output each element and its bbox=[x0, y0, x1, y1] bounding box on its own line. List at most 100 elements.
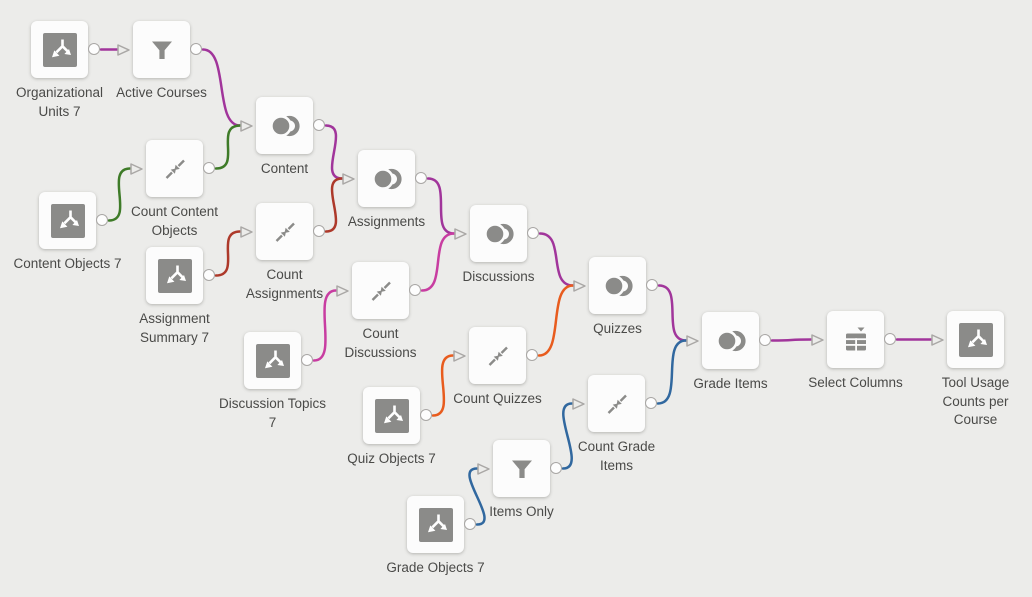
aggregate-icon bbox=[481, 339, 515, 373]
join-icon bbox=[714, 324, 748, 358]
input-port[interactable] bbox=[685, 334, 700, 348]
node-box-discussion-topics-7[interactable] bbox=[244, 332, 301, 389]
edge-active-courses-content[interactable] bbox=[201, 48, 242, 127]
input-port[interactable] bbox=[239, 225, 254, 239]
input-port[interactable] bbox=[571, 397, 586, 411]
edge-content-objects-7-count-content-objects[interactable] bbox=[107, 167, 132, 222]
node-box-grade-objects-7[interactable] bbox=[407, 496, 464, 553]
node-box-count-assignments[interactable] bbox=[256, 203, 313, 260]
node-label: Active Courses bbox=[116, 85, 207, 100]
edge-assignments-discussions[interactable] bbox=[426, 177, 456, 235]
input-port[interactable] bbox=[239, 119, 254, 133]
output-port[interactable] bbox=[203, 162, 215, 174]
edge-items-only-count-grade-items[interactable] bbox=[561, 402, 574, 470]
node-label: Tool Usage Counts per Course bbox=[941, 375, 1010, 428]
edge-grade-objects-7-items-only[interactable] bbox=[468, 467, 486, 526]
node-label: Count Quizzes bbox=[453, 391, 542, 406]
output-port[interactable] bbox=[526, 349, 538, 361]
node-label: Grade Items bbox=[693, 376, 768, 391]
edge-quiz-objects-7-count-quizzes[interactable] bbox=[431, 354, 455, 417]
edge-discussions-quizzes[interactable] bbox=[538, 232, 575, 287]
output-port[interactable] bbox=[420, 409, 432, 421]
node-box-select-columns[interactable] bbox=[827, 311, 884, 368]
edge-count-assignments-assignments[interactable] bbox=[324, 177, 344, 233]
node-label: Assignments bbox=[347, 214, 426, 229]
node-box-content[interactable] bbox=[256, 97, 313, 154]
edge-assignment-summary-7-count-assignments[interactable] bbox=[214, 230, 242, 277]
input-port[interactable] bbox=[452, 349, 467, 363]
output-port[interactable] bbox=[203, 269, 215, 281]
output-port[interactable] bbox=[646, 279, 658, 291]
input-port[interactable] bbox=[335, 284, 350, 298]
input-port[interactable] bbox=[341, 172, 356, 186]
edge-grade-items-select-columns[interactable] bbox=[770, 338, 813, 342]
node-label: Content bbox=[260, 161, 309, 176]
node-box-organizational-units[interactable] bbox=[31, 21, 88, 78]
node-label: Select Columns bbox=[808, 375, 903, 390]
edge-count-quizzes-quizzes[interactable] bbox=[537, 284, 575, 357]
output-port[interactable] bbox=[415, 172, 427, 184]
input-port[interactable] bbox=[930, 333, 945, 347]
output-port[interactable] bbox=[759, 334, 771, 346]
input-port[interactable] bbox=[476, 462, 491, 476]
output-port[interactable] bbox=[313, 119, 325, 131]
output-port[interactable] bbox=[96, 214, 108, 226]
edge-discussion-topics-7-count-discussions[interactable] bbox=[312, 289, 338, 362]
node-label: Assignment Summary 7 bbox=[139, 311, 210, 345]
input-port[interactable] bbox=[572, 279, 587, 293]
output-port[interactable] bbox=[550, 462, 562, 474]
aggregate-icon bbox=[600, 387, 634, 421]
output-port[interactable] bbox=[884, 333, 896, 345]
node-box-content-objects-7[interactable] bbox=[39, 192, 96, 249]
node-label: Quizzes bbox=[593, 321, 642, 336]
output-port[interactable] bbox=[409, 284, 421, 296]
node-box-grade-items[interactable] bbox=[702, 312, 759, 369]
node-box-active-courses[interactable] bbox=[133, 21, 190, 78]
join-icon bbox=[601, 269, 635, 303]
node-box-count-grade-items[interactable] bbox=[588, 375, 645, 432]
edge-count-content-objects-content[interactable] bbox=[214, 124, 242, 170]
filter-icon bbox=[505, 452, 539, 486]
export-icon bbox=[374, 398, 409, 433]
node-box-quizzes[interactable] bbox=[589, 257, 646, 314]
node-label: Discussions bbox=[462, 269, 535, 284]
aggregate-icon bbox=[158, 152, 192, 186]
export-icon bbox=[958, 322, 993, 357]
export-icon bbox=[50, 203, 85, 238]
output-port[interactable] bbox=[645, 397, 657, 409]
node-box-quiz-objects-7[interactable] bbox=[363, 387, 420, 444]
edge-quizzes-grade-items[interactable] bbox=[657, 284, 688, 342]
node-box-assignments[interactable] bbox=[358, 150, 415, 207]
node-box-count-quizzes[interactable] bbox=[469, 327, 526, 384]
input-port[interactable] bbox=[453, 227, 468, 241]
input-port[interactable] bbox=[116, 43, 131, 57]
export-icon bbox=[418, 507, 453, 542]
node-box-items-only[interactable] bbox=[493, 440, 550, 497]
edge-count-grade-items-grade-items[interactable] bbox=[656, 339, 688, 405]
output-port[interactable] bbox=[313, 225, 325, 237]
output-port[interactable] bbox=[88, 43, 100, 55]
export-icon bbox=[157, 258, 192, 293]
edge-content-assignments[interactable] bbox=[324, 124, 344, 180]
node-box-discussions[interactable] bbox=[470, 205, 527, 262]
node-box-tool-usage[interactable] bbox=[947, 311, 1004, 368]
node-label: Quiz Objects 7 bbox=[347, 451, 436, 466]
output-port[interactable] bbox=[190, 43, 202, 55]
node-box-count-discussions[interactable] bbox=[352, 262, 409, 319]
output-port[interactable] bbox=[301, 354, 313, 366]
input-port[interactable] bbox=[129, 162, 144, 176]
join-icon bbox=[482, 217, 516, 251]
node-label: Count Assignments bbox=[245, 267, 324, 301]
output-port[interactable] bbox=[527, 227, 539, 239]
node-box-count-content-objects[interactable] bbox=[146, 140, 203, 197]
input-port[interactable] bbox=[810, 333, 825, 347]
output-port[interactable] bbox=[464, 518, 476, 530]
node-box-assignment-summary-7[interactable] bbox=[146, 247, 203, 304]
export-icon bbox=[42, 32, 77, 67]
edge-count-discussions-discussions[interactable] bbox=[420, 232, 456, 292]
node-label: Count Grade Items bbox=[577, 439, 656, 473]
node-label: Items Only bbox=[489, 504, 554, 519]
node-label: Count Content Objects bbox=[130, 204, 219, 238]
